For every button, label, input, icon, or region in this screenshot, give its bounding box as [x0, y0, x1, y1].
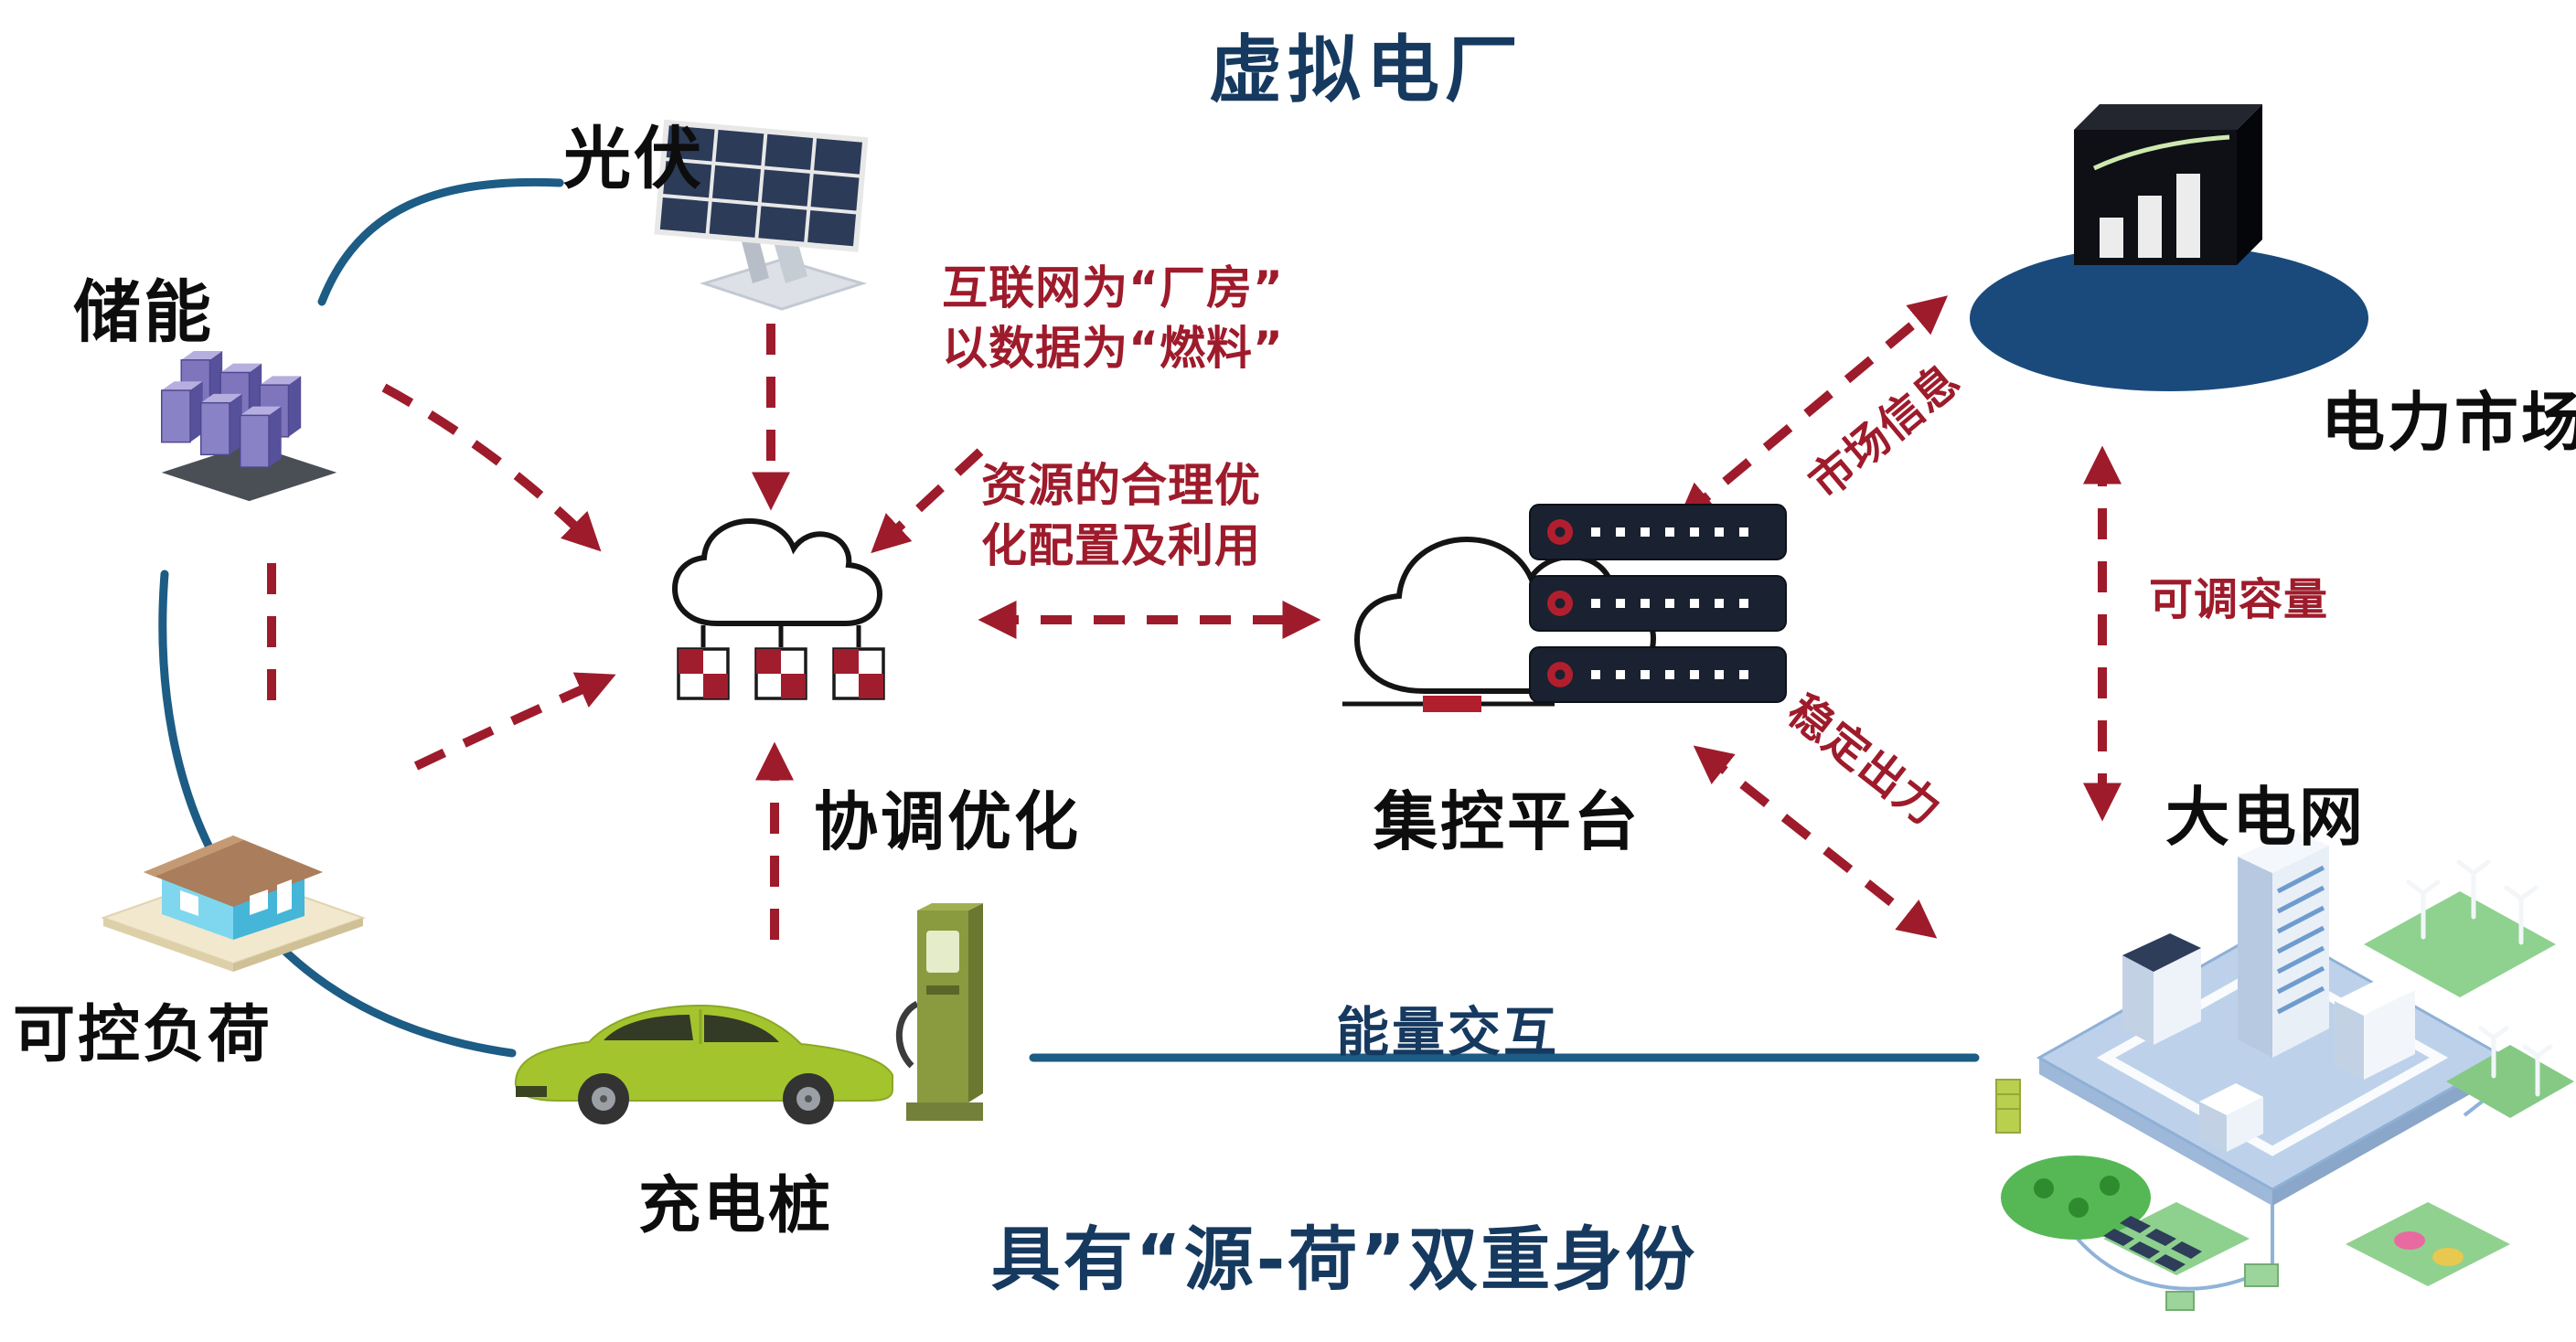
storage-label: 储能 — [73, 273, 214, 352]
resource-annotation-line1: 资源的合理优 — [981, 459, 1261, 512]
energy-exchange-label: 能量交互 — [1335, 1001, 1560, 1063]
resource-text-to-coordination-arrow — [871, 448, 984, 554]
pv-label: 光伏 — [563, 120, 704, 198]
charging-pile-icon — [892, 894, 1010, 1141]
charger-label: 充电桩 — [638, 1170, 834, 1242]
cloud-server-icon — [1324, 492, 1800, 739]
market-label: 电力市场 — [2321, 385, 2576, 460]
internet-annotation: 互联网为“厂房” 以数据为“燃料” — [942, 258, 1284, 378]
smart-city-icon — [1971, 809, 2574, 1321]
cloud-compute-icon — [660, 512, 907, 731]
resource-annotation-line2: 化配置及利用 — [981, 519, 1261, 572]
storage-to-pv-curve — [317, 177, 564, 306]
coordination-label: 协调优化 — [814, 784, 1081, 859]
ev-car-icon — [501, 971, 913, 1135]
adjustable-capacity-label: 可调容量 — [2149, 574, 2329, 625]
platform-label: 集控平台 — [1374, 784, 1641, 859]
platform-market-arrow — [1676, 295, 1949, 522]
internet-annotation-line1: 互联网为“厂房” — [942, 261, 1284, 314]
dual-identity-caption: 具有“源-荷”双重身份 — [990, 1219, 1698, 1300]
page-title: 虚拟电厂 — [1209, 27, 1523, 112]
house-icon — [96, 742, 370, 973]
battery-storage-icon — [151, 338, 347, 521]
resource-annotation: 资源的合理优 化配置及利用 — [981, 455, 1261, 576]
load-label: 可控负荷 — [13, 999, 273, 1071]
grid-label: 大电网 — [2165, 780, 2366, 855]
load-to-coordination-arrow — [413, 672, 616, 771]
storage-to-coordination-arrow — [381, 383, 602, 552]
platform-grid-arrow — [1693, 745, 1938, 939]
internet-annotation-line2: 以数据为“燃料” — [942, 322, 1284, 375]
solar-panel-icon — [636, 102, 919, 329]
market-chart-icon — [1966, 73, 2387, 402]
